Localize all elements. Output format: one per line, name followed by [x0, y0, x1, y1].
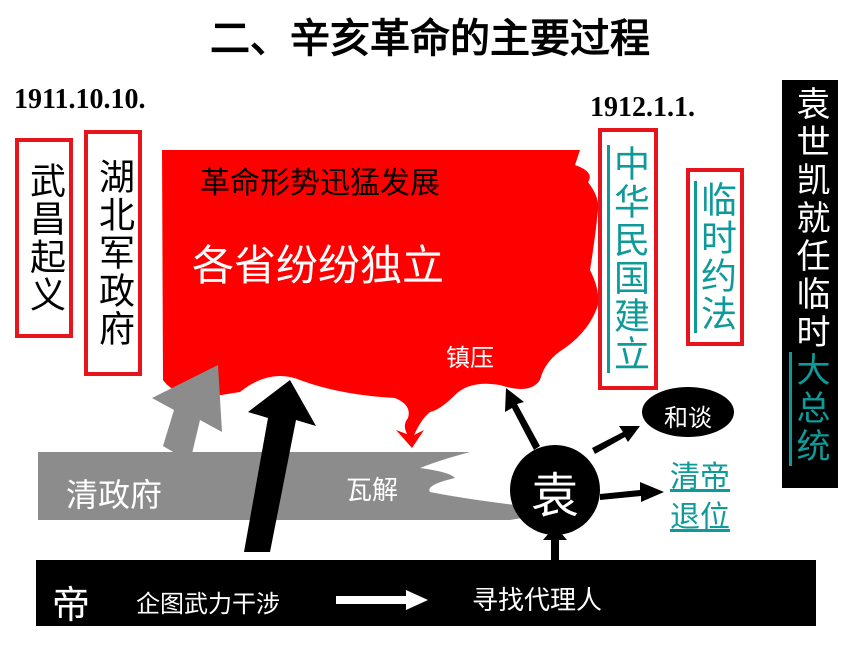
- label-yuan: 袁: [530, 468, 579, 524]
- right-panel-yuan-president: 袁世凯就任临时大总统: [782, 80, 838, 488]
- label-emperor: 帝: [52, 583, 91, 627]
- box-provisional-constitution: 临时约法: [686, 168, 744, 346]
- link-roc-founded[interactable]: 中华民国建立: [608, 145, 649, 373]
- big-black-arrow: [244, 380, 316, 552]
- revolution-red-area: [162, 150, 599, 440]
- bar-inner-arrow: [336, 590, 428, 610]
- qing-government-band: [38, 452, 546, 520]
- date-roc: 1912.1.1.: [590, 92, 695, 123]
- date-wuchang: 1911.10.10.: [14, 84, 146, 115]
- link-qing-abdication[interactable]: 清帝退位: [670, 460, 730, 535]
- arrow-collapse: [396, 430, 424, 448]
- red-area-line1: 革命形势迅猛发展: [200, 166, 440, 201]
- talks-ellipse: [642, 387, 734, 437]
- box-wuchang-label: 武昌起义: [24, 162, 65, 314]
- box-hubei-label: 湖北军政府: [93, 158, 134, 348]
- right-panel-text: 袁世凯就任临时: [790, 86, 830, 352]
- label-collapse: 瓦解: [346, 476, 399, 506]
- page-title: 二、辛亥革命的主要过程: [210, 16, 650, 62]
- yuan-circle: [510, 445, 600, 535]
- gray-arrow: [152, 365, 222, 462]
- abdication-block: 清帝退位: [670, 458, 740, 538]
- arrow-bar-to-yuan: [543, 526, 567, 560]
- label-find-agent: 寻找代理人: [472, 586, 603, 616]
- arrow-to-roc-2: [570, 288, 597, 310]
- bottom-bar: [36, 560, 816, 626]
- arrow-suppress: [505, 388, 540, 450]
- label-qing-government: 清政府: [66, 476, 163, 514]
- label-intervene: 企图武力干涉: [136, 590, 280, 618]
- arrow-to-roc-1: [570, 200, 597, 222]
- box-hubei-military-gov: 湖北军政府: [84, 130, 142, 376]
- label-suppress: 镇压: [446, 344, 494, 372]
- link-provisional-president[interactable]: 大总统: [790, 352, 830, 466]
- link-provisional-constitution[interactable]: 临时约法: [695, 181, 736, 333]
- box-roc-founded: 中华民国建立: [598, 128, 658, 390]
- label-talks: 和谈: [664, 404, 712, 432]
- arrow-talks: [592, 426, 640, 454]
- box-wuchang-uprising: 武昌起义: [15, 138, 73, 338]
- arrow-abdicate: [600, 482, 664, 502]
- red-area-line2: 各省纷纷独立: [192, 241, 445, 290]
